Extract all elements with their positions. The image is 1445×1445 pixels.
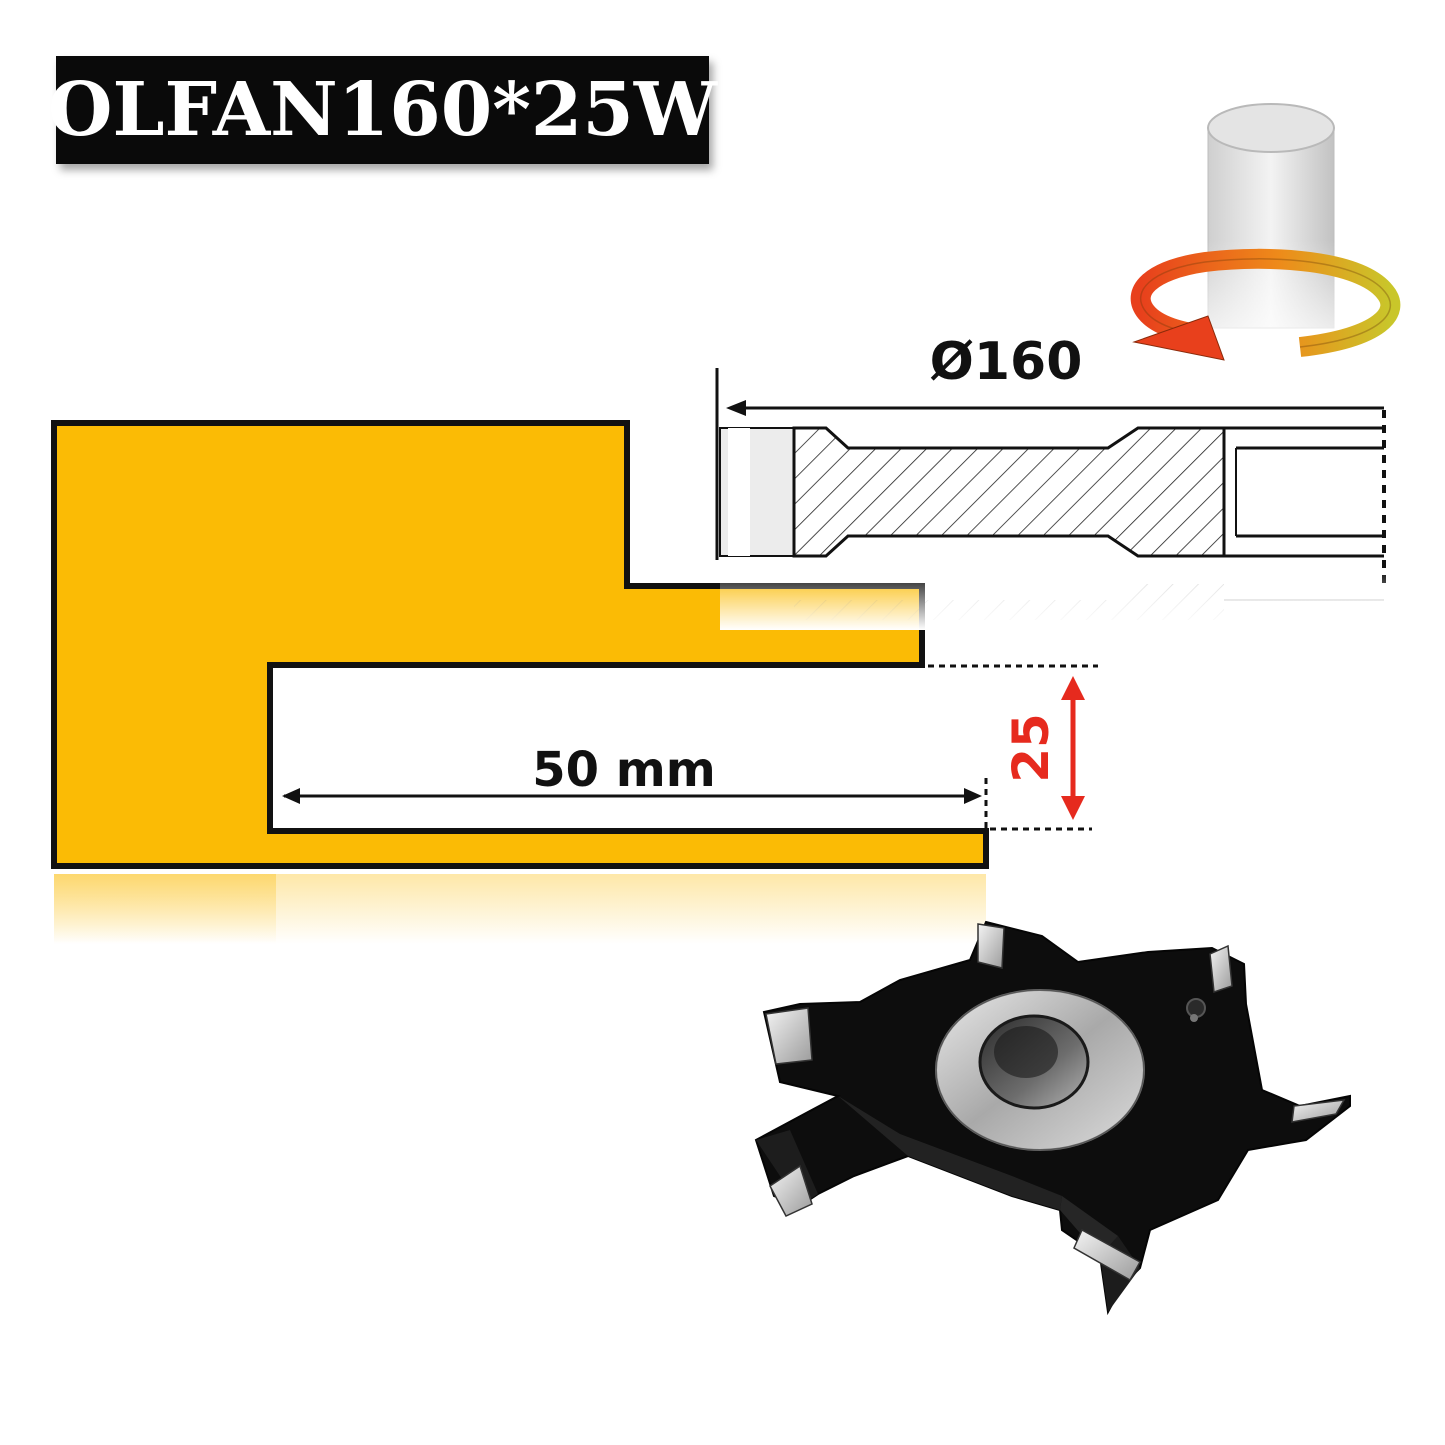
groove-profile (51, 420, 989, 944)
blade (1291, 1099, 1346, 1123)
blade (1209, 944, 1233, 994)
height-dimension: 25 (928, 664, 1098, 831)
blade (1073, 1228, 1142, 1282)
spindle-cylinder-icon (1206, 103, 1336, 350)
rotation-arrow-icon (1130, 248, 1401, 361)
blade (977, 923, 1005, 969)
profile-shape (51, 420, 989, 869)
cutter-head-photo (754, 920, 1351, 1316)
hatched-body (792, 426, 1226, 558)
blade (765, 1007, 813, 1065)
width-dimension: 50 mm (282, 742, 988, 830)
blade (769, 1164, 813, 1217)
width-label: 50 mm (532, 742, 716, 798)
model-title-badge: OLFAN160*25W (48, 56, 717, 164)
cutter-cross-section: Ø160 (715, 332, 1390, 630)
height-label: 25 (1002, 713, 1060, 783)
model-title: OLFAN160*25W (48, 67, 717, 153)
diameter-label: Ø160 (930, 332, 1083, 392)
spindle-rotation-icon (1130, 103, 1401, 361)
